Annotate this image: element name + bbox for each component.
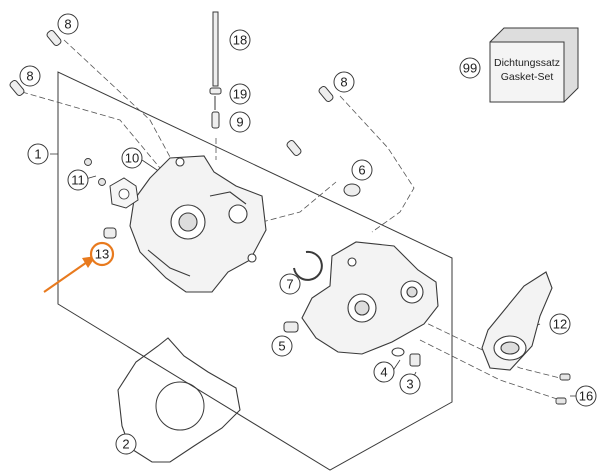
callout-99: 99 xyxy=(463,61,477,76)
dowel-pins xyxy=(9,30,334,239)
plug-3 xyxy=(409,353,421,367)
callout-5: 5 xyxy=(278,339,285,354)
bracket-12 xyxy=(481,271,553,371)
callout-18: 18 xyxy=(233,33,247,48)
assembly-plane-outline xyxy=(57,71,453,471)
callout-8: 8 xyxy=(340,75,347,90)
callout-7: 7 xyxy=(286,277,293,292)
callout-16: 16 xyxy=(579,389,593,404)
callout-10: 10 xyxy=(125,151,139,166)
callout-8: 8 xyxy=(26,69,33,84)
bushing-6 xyxy=(343,183,361,197)
callout-numbers: 8 8 8 18 19 9 1 10 11 6 13 7 5 4 3 12 16… xyxy=(26,17,593,452)
callout-13-highlight-ring xyxy=(89,241,115,267)
stud-rod xyxy=(209,11,222,129)
circlip-7 xyxy=(293,250,323,281)
callout-13: 13 xyxy=(95,247,109,262)
gasket-box-line1: Dichtungssatz xyxy=(494,57,560,69)
gasket-2 xyxy=(117,337,241,463)
gasket-2-bore xyxy=(155,381,205,431)
callout-12: 12 xyxy=(553,317,567,332)
washer-4 xyxy=(391,347,405,357)
callout-11: 11 xyxy=(71,173,85,188)
callout-circles xyxy=(19,13,597,455)
callout-3: 3 xyxy=(406,377,413,392)
sleeve-5 xyxy=(283,321,299,333)
callout-8: 8 xyxy=(64,17,71,32)
oil-seal-hole xyxy=(118,188,130,200)
callout-19: 19 xyxy=(233,87,247,102)
left-crankcase-half xyxy=(129,155,267,293)
callout-4: 4 xyxy=(380,365,387,380)
callout-1: 1 xyxy=(34,147,41,162)
right-crankcase-half xyxy=(301,241,439,355)
callout-6: 6 xyxy=(358,163,365,178)
callout-9: 9 xyxy=(236,115,243,130)
assembly-dash-lines xyxy=(21,39,561,401)
gasket-set-box: Dichtungssatz Gasket-Set xyxy=(489,27,579,103)
gasket-box-line2: Gasket-Set xyxy=(501,71,554,83)
highlight-arrow xyxy=(43,256,96,293)
screws-11 xyxy=(84,158,106,186)
bolts-16 xyxy=(555,373,571,405)
callout-2: 2 xyxy=(122,437,129,452)
